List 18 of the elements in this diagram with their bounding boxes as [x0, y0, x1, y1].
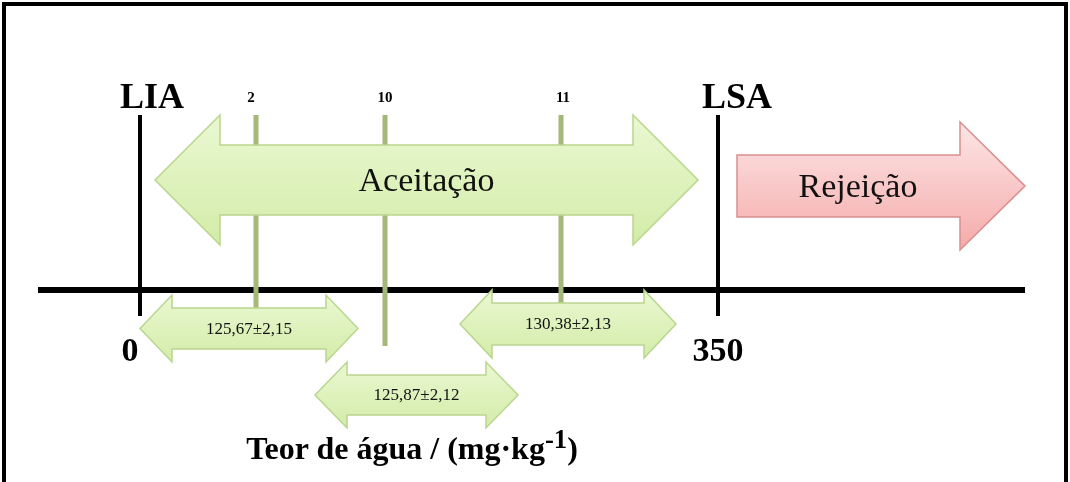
tick-label: 350 — [692, 333, 744, 367]
axis-title: Teor de água / (mg·kg$^{-1}$) — [246, 425, 578, 465]
double-arrow — [140, 295, 358, 362]
arrow-label: 130,38±2,13 — [525, 314, 611, 334]
limit-label: LIA — [120, 78, 184, 114]
double-arrow — [155, 115, 698, 245]
arrow-label: Aceitação — [358, 161, 495, 199]
double-arrow — [315, 362, 518, 428]
arrow-label: 125,67±2,15 — [206, 318, 292, 339]
right-arrow — [737, 122, 1025, 250]
arrow-label: Rejeição — [798, 167, 918, 205]
limit-label: LSA — [702, 78, 772, 114]
sample-number: 10 — [377, 89, 393, 105]
sample-number: 2 — [247, 89, 255, 105]
tick-label: 0 — [121, 333, 139, 367]
sample-number: 11 — [555, 89, 571, 105]
arrow-label: 125,87±2,12 — [373, 385, 460, 405]
double-arrow — [460, 290, 676, 358]
